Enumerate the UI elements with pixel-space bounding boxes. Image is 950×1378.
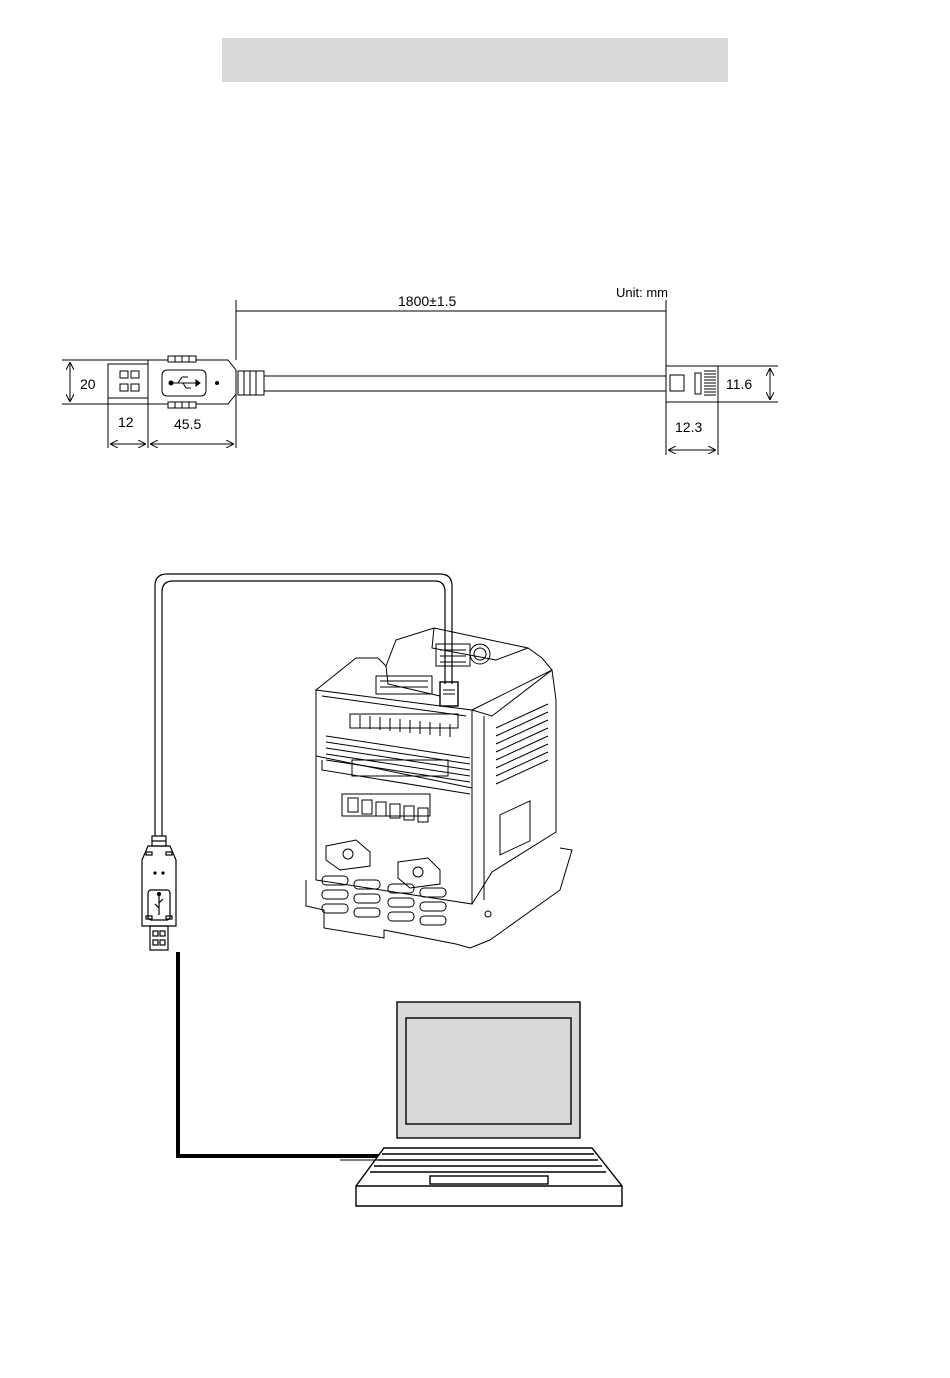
cable bbox=[264, 376, 666, 391]
usb-plug-length-dimension: 12 bbox=[108, 398, 148, 448]
laptop-keyboard bbox=[356, 1148, 622, 1206]
usb-body-length-label: 45.5 bbox=[174, 416, 201, 432]
laptop-cable bbox=[178, 952, 386, 1156]
length-dimension: 1800±1.5 bbox=[236, 293, 666, 368]
length-label: 1800±1.5 bbox=[398, 293, 457, 309]
bottom-mount-feet bbox=[326, 840, 440, 888]
usb-body bbox=[148, 356, 236, 408]
front-vent-row bbox=[350, 714, 458, 737]
laptop-screen bbox=[406, 1018, 571, 1124]
drive-unit-illustration bbox=[306, 628, 572, 948]
connection-illustration bbox=[142, 574, 622, 1206]
usb-strain-relief bbox=[238, 371, 264, 395]
rj45-length-label: 12.3 bbox=[675, 419, 702, 435]
rj45-connector bbox=[666, 366, 718, 402]
usb-symbol-icon bbox=[169, 377, 200, 388]
rj45-length-dimension: 12.3 bbox=[666, 402, 718, 455]
rj45-height-dimension: 11.6 bbox=[718, 366, 778, 402]
terminal-block bbox=[342, 794, 430, 822]
unit-label: Unit: mm bbox=[616, 285, 668, 300]
side-vents bbox=[496, 704, 548, 784]
usb-plug bbox=[108, 364, 148, 398]
usb-plug-length-label: 12 bbox=[118, 414, 134, 430]
usb-connector-vertical bbox=[142, 836, 176, 950]
usb-height-dimension: 20 bbox=[62, 360, 148, 404]
rj45-height-label: 11.6 bbox=[726, 376, 752, 392]
laptop-illustration bbox=[340, 1002, 622, 1206]
usb-cable-route bbox=[155, 574, 452, 836]
usb-height-label: 20 bbox=[80, 376, 96, 392]
cable-dimension-drawing: Unit: mm 1800±1.5 bbox=[62, 285, 778, 455]
